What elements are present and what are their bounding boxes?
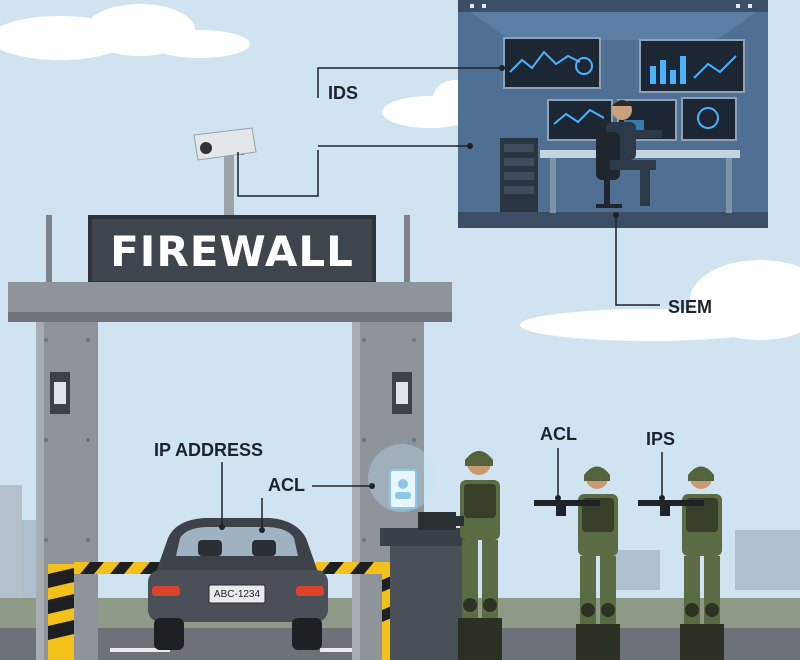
firewall-gate: [8, 215, 452, 660]
cloud-right: [520, 260, 800, 341]
monitor-wall-left: [503, 37, 601, 89]
barrier-left: [48, 562, 174, 660]
desk: [540, 150, 740, 158]
camera-leader-line: [237, 150, 319, 197]
license-plate-text: ABC-1234: [213, 588, 261, 600]
siem-leader-line: [615, 215, 660, 306]
firewall-sign: FIREWALL: [110, 226, 354, 276]
server-rack: [500, 138, 538, 212]
label-ips: IPS: [646, 429, 676, 449]
label-acl-car: ACL: [268, 475, 305, 495]
license-plate: [208, 584, 266, 604]
workstation-monitors: [547, 97, 737, 141]
label-ids: IDS: [328, 83, 359, 103]
label-acl-soldier: ACL: [540, 424, 577, 444]
soldier-acl-check: [440, 451, 502, 660]
soldier-armed-right: [638, 466, 724, 660]
road-markings: [110, 648, 380, 652]
cloud-top-left: [0, 4, 250, 60]
label-ip-address: IP ADDRESS: [154, 440, 264, 460]
monitor-wall-right: [639, 39, 745, 93]
ids-leader-line: [317, 67, 502, 98]
soldier-armed-left: [534, 466, 620, 660]
wall-lamp-left-icon: [50, 372, 70, 414]
wall-lamp-right-icon: [392, 372, 412, 414]
guard-podium: [380, 512, 474, 660]
security-analyst: [596, 100, 662, 208]
label-siem: SIEM: [668, 297, 713, 317]
security-camera-icon: [193, 127, 257, 222]
identity-scan-icon: [368, 444, 436, 512]
car: [148, 518, 328, 650]
